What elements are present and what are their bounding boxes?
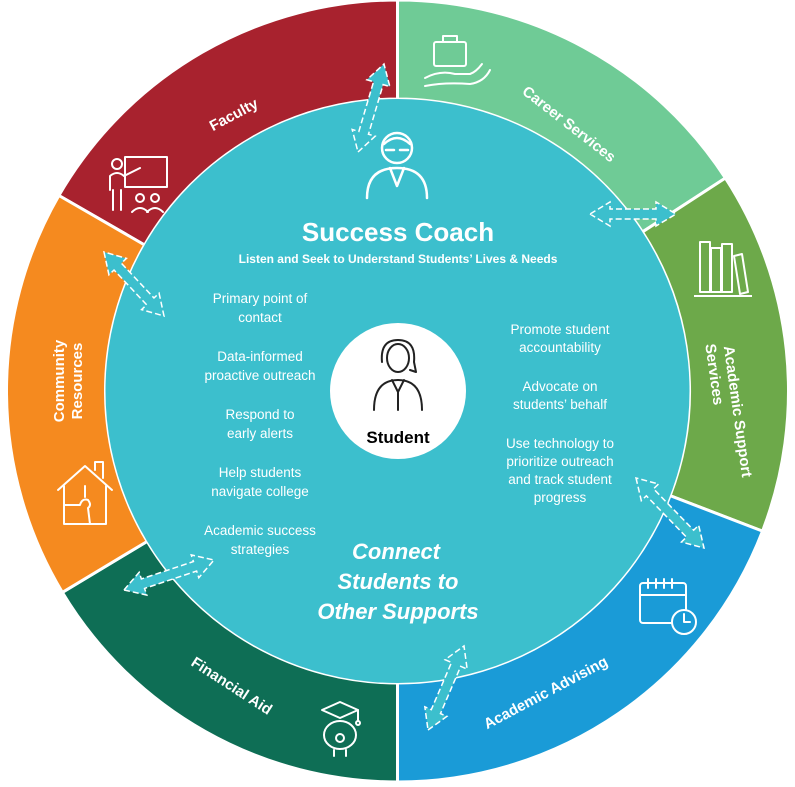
right-activity-1-line-1: Promote student	[510, 322, 609, 337]
connect-line-3: Other Supports	[317, 599, 478, 624]
right-activity-3-line-2: prioritize outreach	[506, 454, 613, 469]
double-arrow-6	[423, 644, 469, 732]
left-activity-2-line-2: proactive outreach	[204, 368, 315, 383]
community-resources-label-line-1: Community	[51, 339, 68, 422]
ring-segments	[5, 0, 790, 784]
community-resources-label: Community Resources	[51, 339, 86, 422]
connect-students-text: Connect Students to Other Supports	[317, 539, 478, 624]
graduation-piggy-bank-icon	[321, 701, 361, 757]
double-arrow-5	[122, 553, 216, 597]
left-activity-1-line-1: Primary point of	[213, 291, 308, 306]
right-activity-3-line-3: and track student	[508, 472, 612, 487]
left-activity-3-line-1: Respond to	[225, 407, 294, 422]
connect-line-1: Connect	[352, 539, 442, 564]
left-activity-5-line-1: Academic success	[204, 523, 316, 538]
double-arrow-3	[103, 250, 165, 318]
left-activity-2-line-1: Data-informed	[217, 349, 303, 364]
left-activity-1-line-2: contact	[238, 310, 282, 325]
success-coach-title: Success Coach	[302, 217, 494, 247]
right-activity-2-line-1: Advocate on	[522, 379, 597, 394]
left-activity-3-line-2: early alerts	[227, 426, 293, 441]
left-activity-5-line-2: strategies	[231, 542, 290, 557]
left-activity-4-line-2: navigate college	[211, 484, 309, 499]
connect-line-2: Students to	[338, 569, 459, 594]
double-arrow-1	[351, 62, 391, 154]
student-icon	[373, 339, 423, 411]
connection-arrows	[103, 62, 706, 732]
right-activity-3-line-1: Use technology to	[506, 436, 614, 451]
success-coach-subtitle: Listen and Seek to Understand Students’ …	[239, 252, 558, 266]
right-activity-3-line-4: progress	[534, 490, 587, 505]
left-activity-4-line-1: Help students	[219, 465, 302, 480]
community-resources-label-line-2: Resources	[69, 343, 86, 420]
books-icon	[694, 241, 752, 297]
double-arrow-2	[588, 200, 678, 228]
hand-briefcase-icon	[424, 35, 491, 87]
double-arrow-4	[634, 476, 706, 550]
student-label: Student	[366, 428, 430, 447]
success-coach-icon	[365, 131, 429, 200]
teacher-presentation-icon	[109, 156, 168, 213]
right-activity-2-line-2: students’ behalf	[513, 397, 607, 412]
house-puzzle-icon	[57, 461, 113, 525]
right-activity-1-line-2: accountability	[519, 340, 601, 355]
calendar-clock-icon	[639, 578, 697, 635]
